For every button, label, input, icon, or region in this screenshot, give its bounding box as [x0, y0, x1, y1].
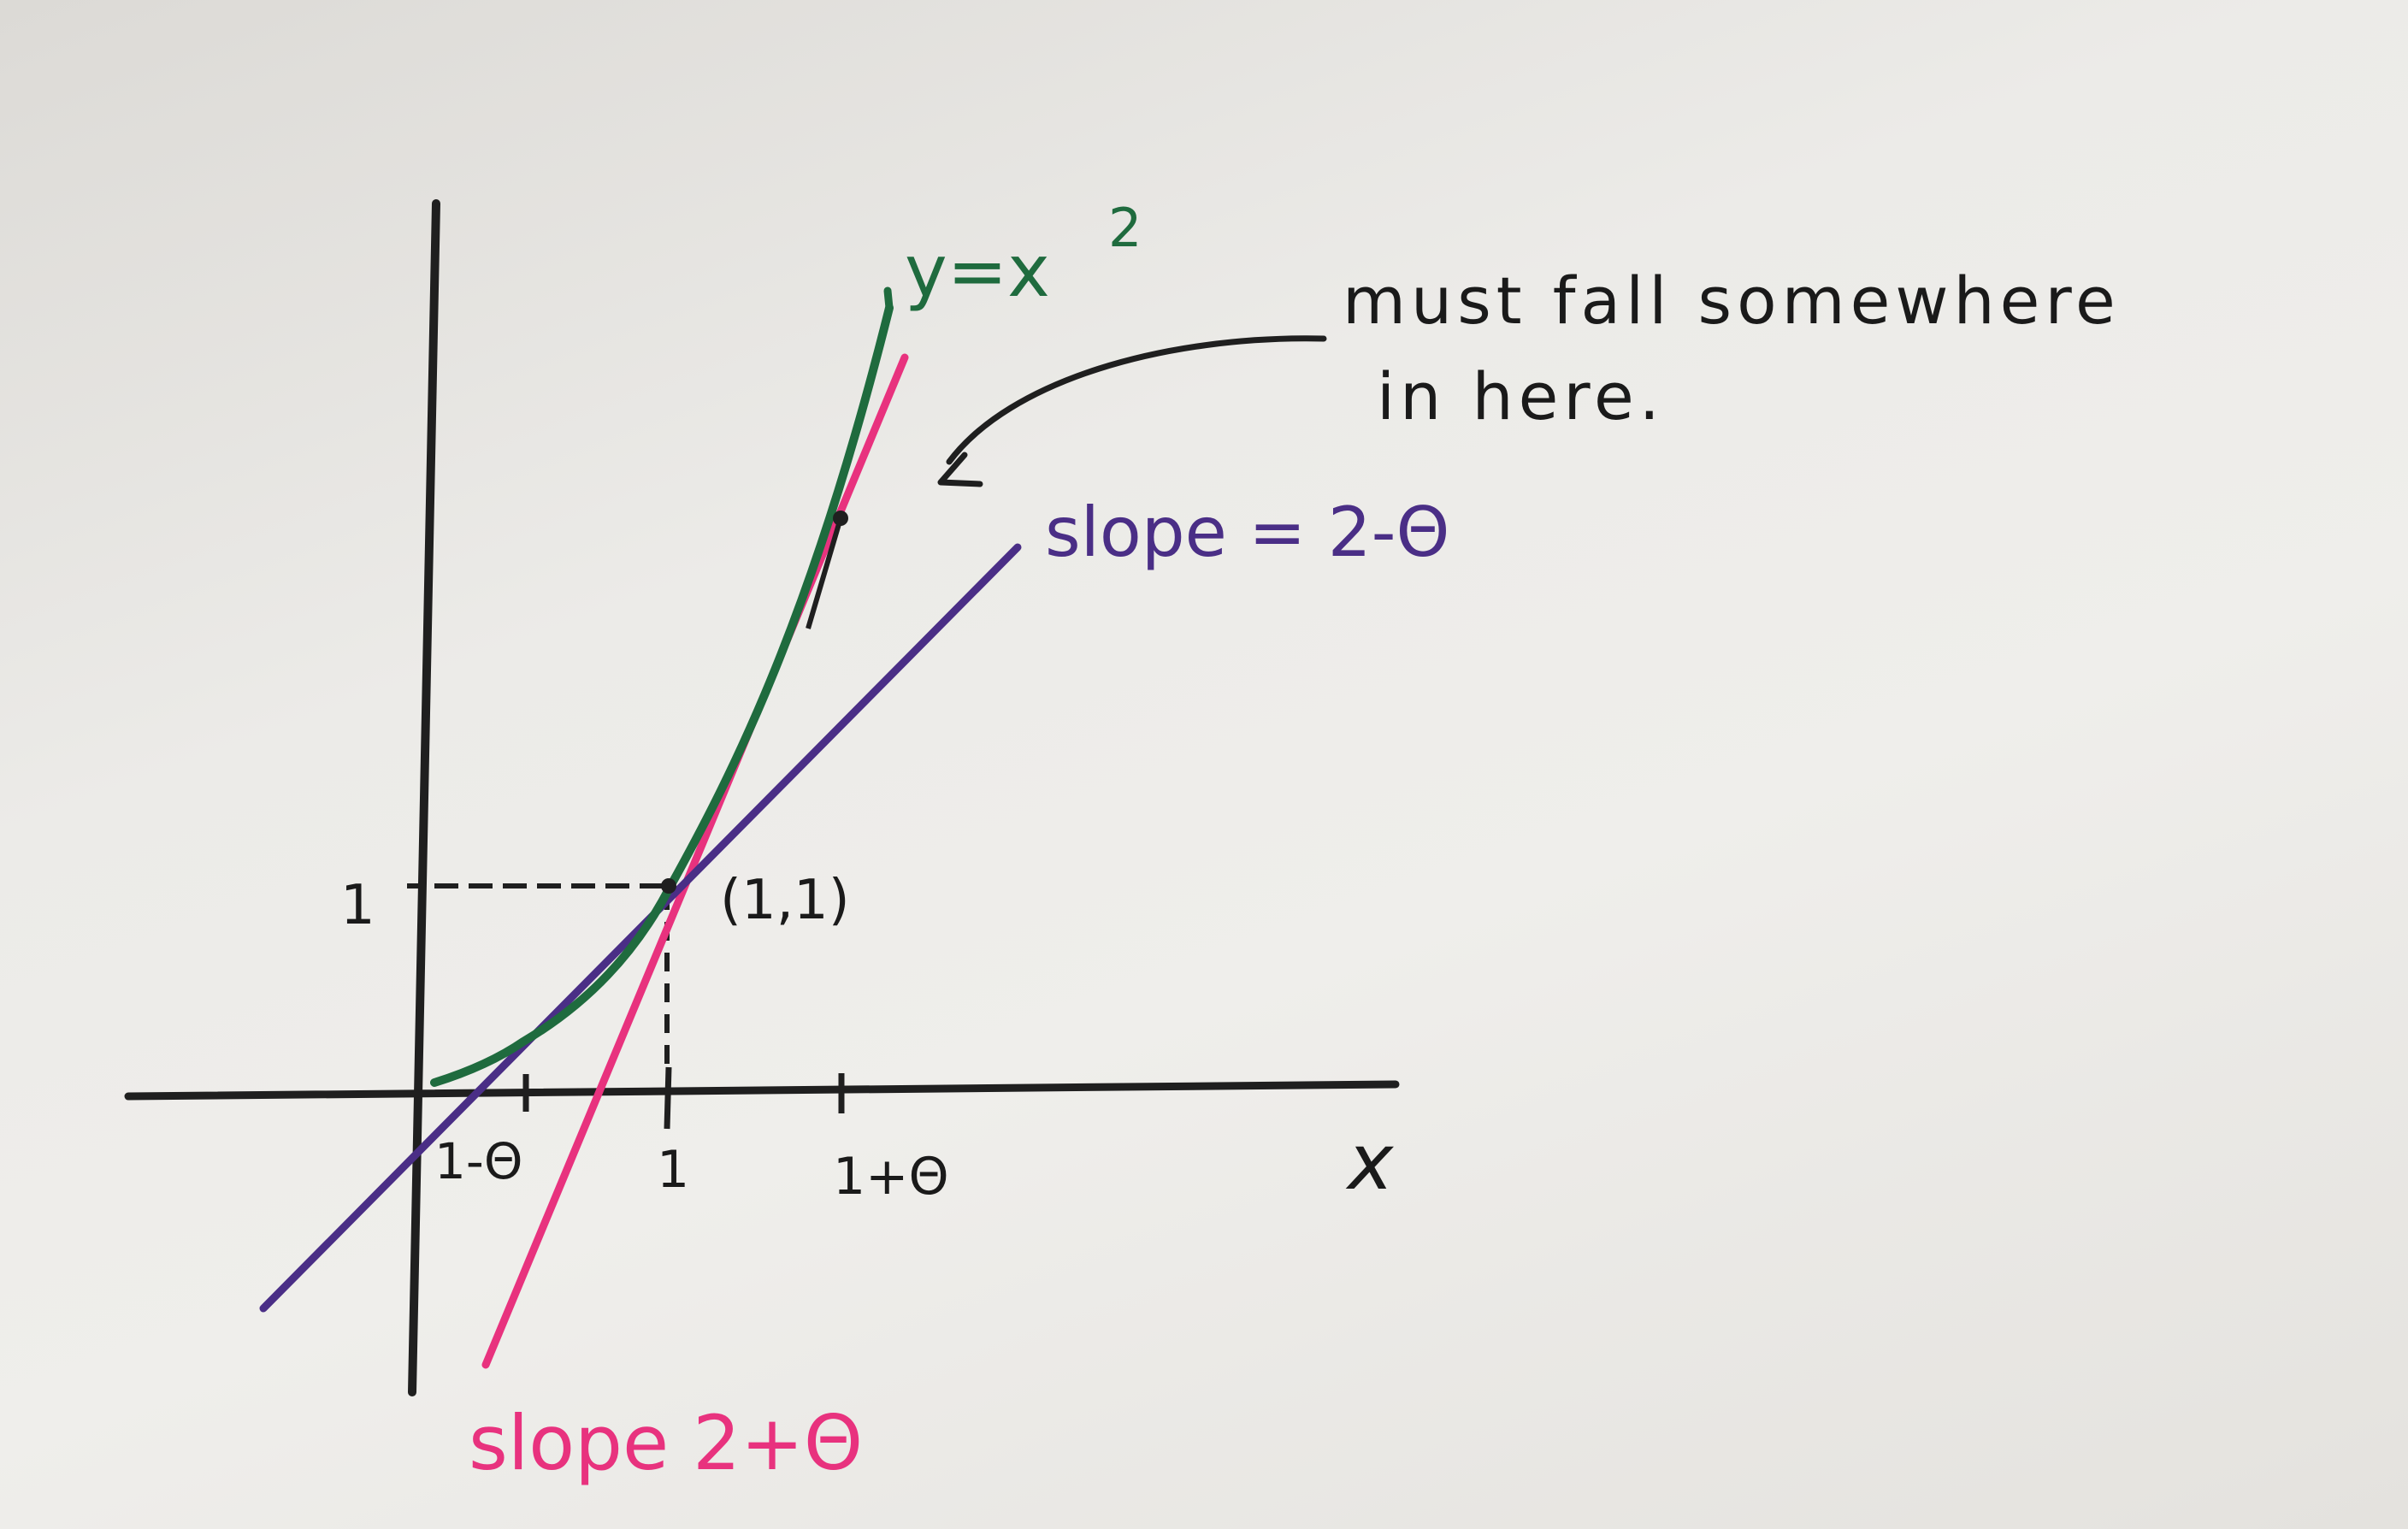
upper-chord-segment — [806, 517, 843, 629]
point-1-1-dot — [661, 878, 676, 894]
annotation-arrow — [946, 335, 1327, 465]
x-tick-label-left: 1-Θ — [434, 1132, 522, 1190]
slope-high-line — [481, 353, 909, 1369]
annotation-arrowhead — [937, 452, 983, 487]
slope-low-label: slope = 2-Θ — [1045, 493, 1449, 572]
parabola-curve — [430, 304, 894, 1087]
x-tick-label-right: 1+Θ — [833, 1147, 949, 1207]
slope-high-label: slope 2+Θ — [469, 1399, 863, 1487]
y-axis — [408, 199, 440, 1396]
point-label: (1,1) — [720, 869, 850, 932]
annotation-line-1: must fall somewhere — [1343, 263, 2121, 339]
x-axis — [124, 1080, 1400, 1101]
curve-label: y=x — [905, 229, 1050, 313]
y-tick-label: 1 — [340, 874, 375, 937]
x-tick-mid — [664, 1066, 672, 1130]
curve-label-exponent: 2 — [1108, 197, 1142, 259]
parabola-curve-upper — [883, 286, 894, 312]
upper-intersection-dot — [833, 511, 848, 526]
annotation-line-2: in here. — [1377, 358, 1665, 434]
x-tick-label-mid: 1 — [657, 1140, 689, 1200]
x-axis-label: x — [1345, 1118, 1395, 1207]
